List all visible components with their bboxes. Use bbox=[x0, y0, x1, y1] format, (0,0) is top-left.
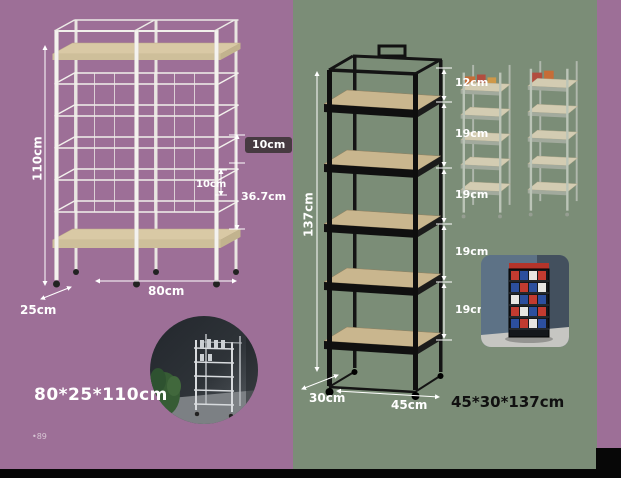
right-top-tier-label: 12cm bbox=[455, 76, 489, 89]
right-lifestyle-photo-art bbox=[481, 255, 569, 347]
left-lifestyle-photo-art bbox=[150, 316, 258, 424]
white-shelf-illustration bbox=[52, 19, 241, 288]
left-lifestyle-photo bbox=[150, 316, 258, 424]
left-footnote: •89 bbox=[32, 432, 47, 441]
black-shelf-illustration bbox=[323, 44, 444, 400]
right-tier-label-2: 19cm bbox=[455, 188, 489, 201]
corner-black-block bbox=[596, 448, 621, 478]
left-inner-gap-label: 10cm bbox=[196, 179, 227, 190]
left-panel: 110cm 25cm 80cm 10cm 10cm 36.7cm bbox=[0, 0, 293, 478]
left-section-height-label: 36.7cm bbox=[241, 190, 287, 203]
bottom-black-bar bbox=[0, 469, 621, 478]
left-size-summary: 80*25*110cm bbox=[34, 385, 168, 405]
right-lifestyle-photo bbox=[481, 255, 569, 347]
left-height-label: 110cm bbox=[30, 136, 45, 181]
right-width-label: 45cm bbox=[391, 398, 428, 412]
left-boxed-gap-label: 10cm bbox=[245, 137, 293, 154]
faded-shelves-illustration bbox=[460, 61, 579, 219]
right-tier-label-1: 19cm bbox=[455, 127, 489, 140]
right-panel: 137cm 12cm 19cm 19cm 19cm 19cm 30cm 45cm bbox=[293, 0, 597, 470]
right-depth-label: 30cm bbox=[309, 391, 346, 405]
left-width-label: 80cm bbox=[148, 284, 185, 298]
right-tier-label-3: 19cm bbox=[455, 245, 489, 258]
left-depth-label: 25cm bbox=[20, 303, 57, 317]
right-tier-label-4: 19cm bbox=[455, 303, 489, 316]
right-size-summary: 45*30*137cm bbox=[451, 393, 565, 411]
right-height-label: 137cm bbox=[301, 192, 316, 237]
